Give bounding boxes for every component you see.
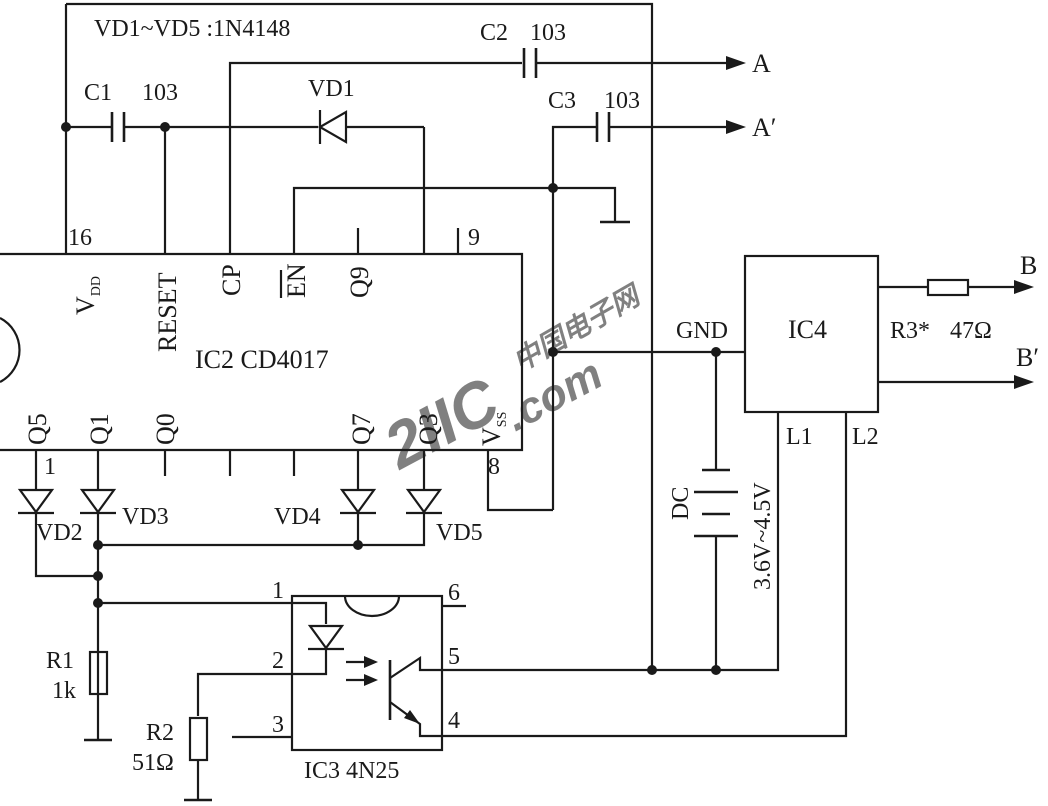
ic2-bottom-pin-labels: Q5 Q1 Q0 Q7 Q3 VSS 1 8 — [23, 412, 510, 480]
r1-value: 1k — [52, 678, 76, 704]
q1-label: Q1 — [85, 413, 114, 445]
ic2-top-pin-labels: 16 9 VDD RESET CP EN Q9 — [68, 225, 480, 352]
battery-name: DC — [668, 487, 694, 520]
ic2-cd4017: IC2 CD4017 — [0, 252, 524, 452]
output-b-prime-label: B′ — [1016, 343, 1039, 372]
vd1-label: VD1 — [308, 76, 355, 102]
q3-label: Q3 — [414, 413, 443, 445]
r1-name: R1 — [46, 648, 74, 674]
ic3-pin5: 5 — [448, 644, 460, 670]
q7-label: Q7 — [347, 413, 376, 445]
r2-name: R2 — [146, 720, 174, 746]
resistor-r1: R1 1k — [46, 648, 112, 742]
vd4-label: VD4 — [274, 504, 321, 530]
cp-label: CP — [217, 264, 246, 296]
diode-type-note: VD1~VD5 :1N4148 — [94, 16, 290, 42]
c3-output-a-prime: A′ — [486, 112, 776, 512]
top-labels: VD1~VD5 :1N4148 C1 103 VD1 C2 103 C3 103 — [84, 16, 640, 114]
r3-value: 47Ω — [950, 318, 992, 344]
diode-matrix: VD2 VD3 VD4 VD5 — [17, 450, 483, 740]
c1-value: 103 — [142, 80, 178, 106]
c2-name: C2 — [480, 20, 508, 46]
ic3-pin3: 3 — [272, 712, 284, 738]
ic3-label: IC3 4N25 — [304, 758, 399, 784]
c1-name: C1 — [84, 80, 112, 106]
q9-label: Q9 — [345, 266, 374, 298]
c2-output-a: A — [522, 48, 771, 78]
vss-label: VSS — [477, 412, 510, 446]
c3-value: 103 — [604, 88, 640, 114]
ic3-pin4: 4 — [448, 708, 460, 734]
pin-8-label: 8 — [488, 454, 500, 480]
vd5-label: VD5 — [436, 520, 483, 546]
vd2-label: VD2 — [36, 520, 83, 546]
ic3-4n25: 1 2 3 6 5 4 IC3 4N25 — [98, 578, 466, 784]
ic3-pin2: 2 — [272, 648, 284, 674]
c2-value: 103 — [530, 20, 566, 46]
pin-16-label: 16 — [68, 225, 92, 251]
watermark-logo: 中国电子网 2IIC .com — [372, 278, 648, 482]
pin-1-label: 1 — [44, 454, 56, 480]
battery-dc: DC 3.6V~4.5V — [668, 347, 776, 670]
gnd-label: GND — [676, 318, 728, 344]
c3-name: C3 — [548, 88, 576, 114]
vd3-label: VD3 — [122, 504, 169, 530]
q0-label: Q0 — [151, 413, 180, 445]
pin-9-label: 9 — [468, 225, 480, 251]
ic4: IC4 GND L1 L2 B B′ R3* 47Ω — [676, 251, 1039, 450]
en-label: EN — [282, 263, 311, 298]
r2-value: 51Ω — [132, 750, 174, 776]
ic3-ic4-wiring — [442, 412, 848, 738]
top-wiring — [61, 2, 654, 670]
ic2-top-pins — [64, 4, 630, 254]
q5-label: Q5 — [23, 413, 52, 445]
output-a-prime-label: A′ — [752, 113, 776, 142]
output-a-label: A — [752, 49, 771, 78]
resistor-r2: R2 51Ω — [132, 716, 212, 802]
l1-label: L1 — [786, 424, 813, 450]
l2-label: L2 — [852, 424, 879, 450]
r3-name: R3* — [890, 318, 930, 344]
ic2-label: IC2 CD4017 — [195, 345, 329, 374]
ic4-label: IC4 — [788, 315, 827, 344]
reset-label: RESET — [153, 272, 182, 352]
ic3-pin1: 1 — [272, 578, 284, 604]
vdd-label: VDD — [71, 276, 104, 315]
ic3-pin6: 6 — [448, 580, 460, 606]
battery-voltage: 3.6V~4.5V — [750, 482, 776, 590]
output-b-label: B — [1020, 251, 1037, 280]
